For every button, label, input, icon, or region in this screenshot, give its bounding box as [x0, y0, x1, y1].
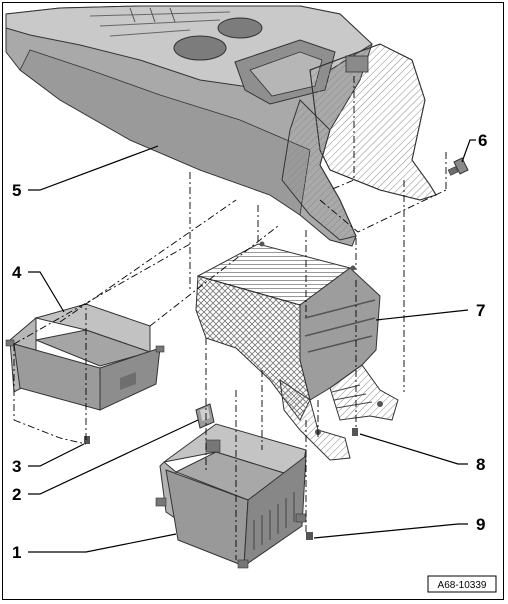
screw-part-8	[352, 428, 358, 436]
callout-5: 5	[12, 181, 21, 200]
callout-1: 1	[12, 543, 21, 562]
callout-9: 9	[476, 515, 485, 534]
callout-labels: 5 4 3 2 1 6 7 8 9	[12, 131, 487, 562]
reference-code-box: A68-10339	[427, 575, 497, 593]
callout-2: 2	[12, 485, 21, 504]
callout-8: 8	[476, 455, 485, 474]
leader-lines	[28, 139, 476, 553]
clip-part	[195, 403, 215, 429]
bolt-part	[447, 157, 469, 176]
screw-part-3	[84, 436, 90, 444]
screw-part-9	[306, 532, 313, 540]
center-console	[5, 5, 437, 247]
alignment-lines	[13, 76, 447, 560]
callout-6: 6	[478, 131, 487, 150]
callout-4: 4	[12, 263, 22, 282]
callout-7: 7	[476, 301, 485, 320]
storage-tray-small	[5, 303, 165, 411]
callout-3: 3	[12, 457, 21, 476]
storage-compartment-large	[155, 423, 307, 569]
reference-code: A68-10339	[438, 580, 487, 591]
